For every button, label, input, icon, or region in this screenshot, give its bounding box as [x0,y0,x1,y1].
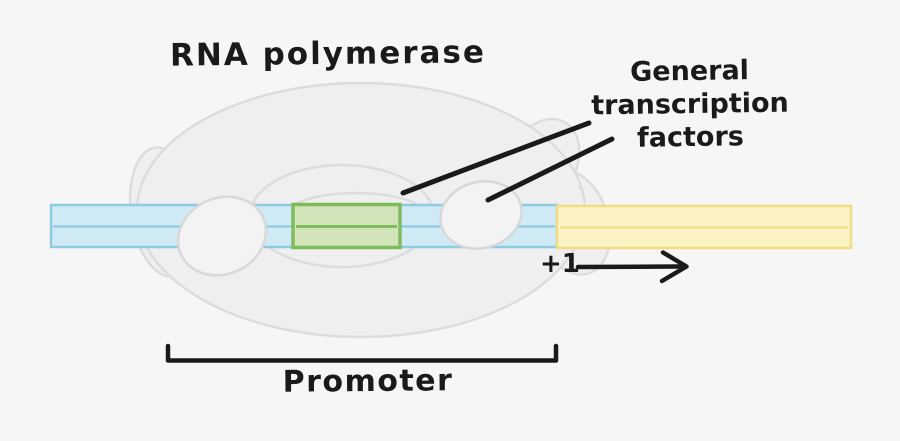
general-transcription-factors-label: General transcription factors [574,53,805,155]
promoter-bracket [165,343,559,363]
transcription-factor-right-blob [439,180,523,250]
ink-annotations [165,120,689,363]
transcription-direction-arrow-head [659,250,689,284]
promoter-label: Promoter [282,363,454,400]
gtf-label-line-3: factors [636,121,745,154]
transcription-start-site-label: +1 [540,249,580,279]
gtf-pointer-line-upper [400,120,592,196]
polymerase-speck [578,185,582,189]
gtf-label-line-2: transcription [590,87,789,122]
transcription-direction-arrow-shaft [575,264,683,270]
gtf-pointer-line-lower [485,136,615,203]
rna-polymerase-label: RNA polymerase [169,34,487,74]
gtf-label-line-1: General [629,55,750,88]
transcription-factor-left-blob [176,195,268,277]
